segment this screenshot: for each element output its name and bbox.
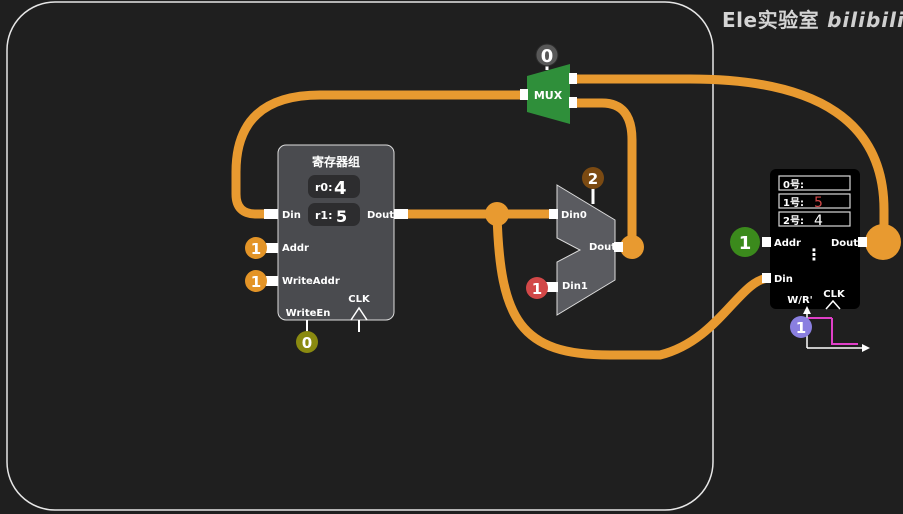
register-r0-label: r0: — [315, 181, 332, 194]
memory-addr-value: 1 — [739, 233, 752, 254]
memory-addr-label: Addr — [774, 238, 801, 249]
memory-clk-label: CLK — [823, 289, 846, 300]
mux-body — [527, 64, 570, 124]
alu-din0-port — [549, 209, 558, 219]
memory-clk-triangle — [825, 299, 841, 310]
memory-wr-label: W/R' — [787, 295, 812, 306]
register-dout-port — [394, 209, 408, 219]
wire-alu-to-mux — [565, 98, 637, 252]
register-writeen-signal — [296, 331, 318, 353]
memory-din-label: Din — [774, 274, 793, 285]
bilibili-logo: bilibili — [827, 8, 903, 32]
register-r1-label: r1: — [315, 209, 332, 222]
alu-mux: 2 Din0 Dout 1 Din1 — [526, 167, 623, 316]
mux-top: 0 MUX — [520, 43, 577, 124]
memory-wr-signal — [790, 316, 812, 338]
register-file: 寄存器组 r0: 4 r1: 5 Din Dout 1 Addr 1 Write… — [245, 144, 408, 353]
register-addr-signal — [245, 237, 267, 259]
register-file-title: 寄存器组 — [312, 154, 360, 169]
memory-wr-value: 1 — [796, 319, 806, 337]
memory-row-1-value: 5 — [814, 195, 823, 211]
memory-row-0 — [778, 175, 851, 191]
alu-dout-port — [614, 242, 623, 252]
register-r0 — [308, 175, 360, 198]
mux-select-signal — [535, 43, 559, 67]
wire-junction — [485, 202, 509, 226]
wire-memory-to-mux — [565, 74, 889, 246]
register-clk-triangle — [350, 306, 368, 321]
register-addr-value: 1 — [251, 240, 261, 258]
cpu-boundary — [6, 1, 714, 511]
register-writeaddr-signal — [245, 270, 267, 292]
memory-dout-label: Dout — [831, 238, 858, 249]
memory-row-2 — [778, 211, 851, 227]
register-addr-label: Addr — [282, 243, 309, 254]
register-file-body — [277, 144, 395, 321]
memory-output-node — [865, 224, 901, 260]
watermark: Ele实验室 bilibili — [722, 4, 903, 33]
register-clk-label: CLK — [348, 294, 371, 305]
memory-row-2-label: 2号: — [783, 215, 804, 227]
alu-output-node — [620, 235, 644, 259]
alu-select-signal — [582, 167, 604, 189]
register-writeaddr-label: WriteAddr — [282, 276, 340, 287]
register-din-label: Din — [282, 210, 301, 221]
alu-dout-label: Dout — [589, 242, 616, 253]
memory-row-0-label: 0号: — [783, 179, 804, 191]
register-r1 — [308, 203, 360, 226]
alu-din1-signal — [526, 277, 548, 299]
register-dout-label: Dout — [367, 210, 394, 221]
mux-label: MUX — [534, 89, 563, 102]
register-din-port — [264, 209, 278, 219]
register-addr-port — [266, 243, 278, 253]
memory-addr-port — [762, 237, 771, 247]
memory-row-1 — [778, 193, 851, 209]
wire-dout-to-memory-din — [492, 209, 775, 360]
register-writeen-value: 0 — [302, 334, 312, 352]
wires — [231, 74, 889, 360]
register-r0-value: 4 — [334, 178, 347, 199]
register-r1-value: 5 — [336, 207, 347, 226]
memory-row-2-value: 4 — [814, 213, 823, 229]
register-writeaddr-port — [266, 276, 278, 286]
register-writeen-label: WriteEn — [286, 308, 331, 319]
watermark-text: Ele实验室 — [722, 8, 820, 32]
memory-row-1-label: 1号: — [783, 197, 804, 209]
alu-din1-label: Din1 — [562, 281, 588, 292]
alu-din1-port — [546, 282, 558, 292]
wire-mux-to-din — [231, 90, 532, 219]
register-writeaddr-value: 1 — [251, 273, 261, 291]
memory-addr-signal — [730, 227, 760, 257]
memory-din-port — [762, 273, 771, 283]
memory: 0号: 1号: 5 2号: 4 ⋮ 1 Addr Dout Din W/R' C… — [730, 169, 870, 352]
alu-din0-label: Din0 — [561, 210, 587, 221]
alu-select-value: 2 — [588, 170, 598, 188]
memory-dout-port — [858, 237, 867, 247]
memory-ellipsis: ⋮ — [806, 245, 822, 264]
alu-din1-value: 1 — [532, 280, 542, 298]
mux-select-value: 0 — [541, 46, 554, 67]
